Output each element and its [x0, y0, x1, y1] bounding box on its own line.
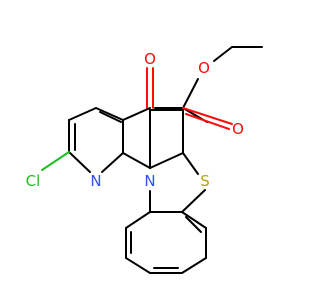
bond-7: [122, 107, 151, 121]
bond-32: [181, 211, 207, 229]
bond-15: [68, 107, 97, 121]
bond-2: [182, 78, 199, 109]
bond-9: [122, 152, 151, 169]
bond-20: [99, 111, 122, 123]
bond-26: [125, 211, 151, 229]
bond-37: [185, 113, 230, 130]
bond-13: [149, 152, 184, 169]
bond-36: [182, 107, 233, 125]
atom-label-n-pyridine: N: [90, 172, 101, 190]
bond-35: [185, 216, 202, 233]
atom-label-o-ester-carbonyl: O: [232, 120, 244, 138]
atom-label-o-ketone: O: [144, 50, 156, 68]
bond-25: [181, 189, 206, 213]
bond-21: [41, 151, 70, 171]
atom-label-n-ring: N: [144, 172, 155, 190]
atom-label-chlorine: Cl: [26, 172, 41, 190]
bond-layer: [41, 46, 263, 274]
atom-label-o-ester-ether: O: [198, 59, 210, 77]
bond-18: [101, 152, 124, 173]
bond-22: [182, 152, 199, 175]
atom-label-sulfur: S: [200, 172, 210, 190]
bond-14: [95, 107, 124, 121]
bond-1: [213, 46, 233, 62]
atom-label-layer: O O O Cl N N S: [26, 50, 244, 190]
molecule-diagram: O O O Cl N N S: [26, 46, 263, 274]
bond-17: [68, 151, 91, 173]
bond-30: [181, 257, 207, 274]
bond-28: [125, 257, 151, 274]
